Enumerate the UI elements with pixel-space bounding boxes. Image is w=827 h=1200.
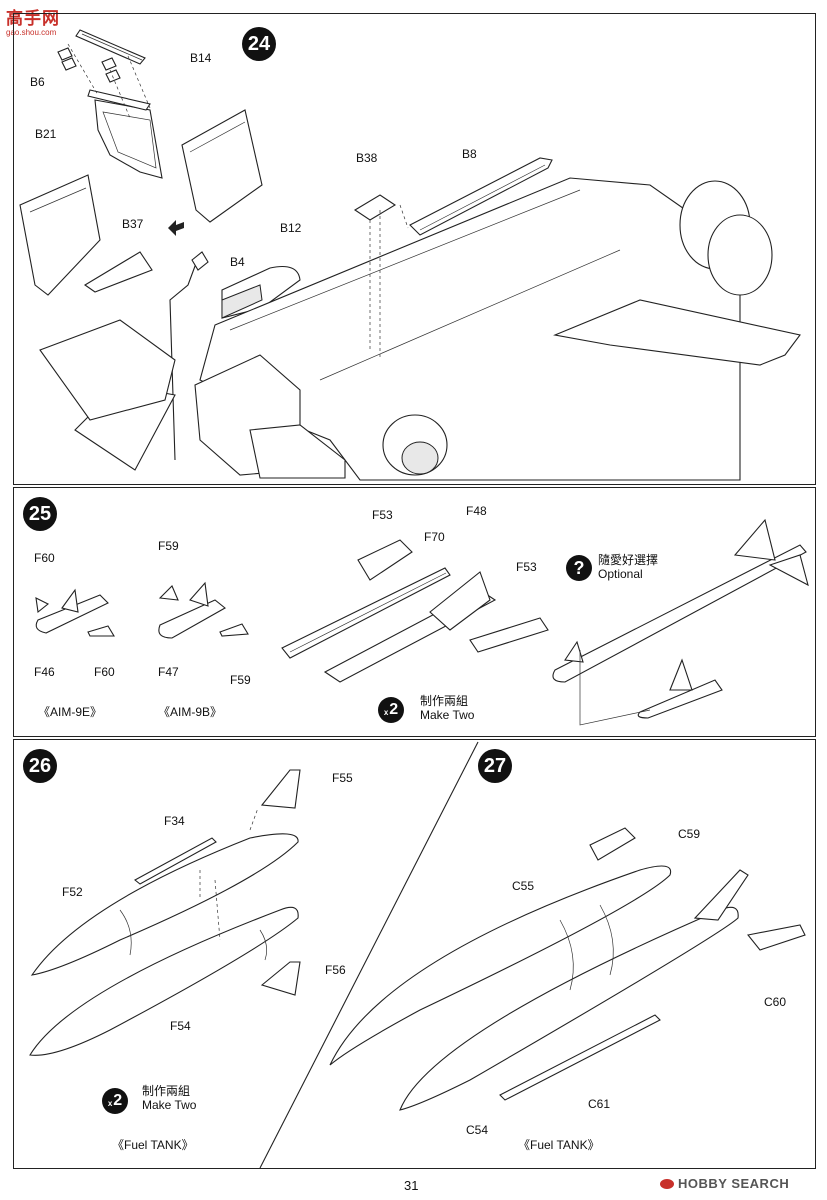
step-number-24: 24	[242, 27, 276, 61]
watermark-text: 高手网	[6, 9, 60, 29]
part-label-b6: B6	[30, 75, 45, 89]
part-label-f60-top: F60	[34, 551, 55, 565]
part-label-b12: B12	[280, 221, 302, 235]
part-label-f48: F48	[466, 504, 487, 518]
part-label-c61: C61	[588, 1097, 611, 1111]
part-label-f56: F56	[325, 963, 346, 977]
part-label-c59: C59	[678, 827, 701, 841]
part-label-b37: B37	[122, 217, 144, 231]
optional-note: 隨愛好選擇 Optional	[598, 553, 659, 581]
part-label-b21: B21	[35, 127, 57, 141]
caption-fuel-tank-26: 《Fuel TANK》	[112, 1138, 194, 1152]
make-two-note-tank: 制作兩組 Make Two	[142, 1084, 197, 1112]
page-number: 31	[404, 1178, 419, 1193]
part-label-f70: F70	[424, 530, 445, 544]
part-label-b14: B14	[190, 51, 212, 65]
brand-swoosh-icon	[660, 1178, 674, 1189]
step-number-25: 25	[23, 497, 57, 531]
part-label-c55: C55	[512, 879, 535, 893]
brand-logo: HOBBY SEARCH	[660, 1176, 789, 1191]
part-label-f59-top: F59	[158, 539, 179, 553]
part-label-f53-right: F53	[516, 560, 537, 574]
caption-fuel-tank-27: 《Fuel TANK》	[518, 1138, 600, 1152]
part-label-f59-bottom: F59	[230, 673, 251, 687]
part-label-c54: C54	[466, 1123, 489, 1137]
step-number-27: 27	[478, 749, 512, 783]
part-label-b38: B38	[356, 151, 378, 165]
step-number-26: 26	[23, 749, 57, 783]
panel-step-25	[13, 487, 816, 737]
optional-question-icon: ?	[566, 555, 592, 581]
part-label-f47: F47	[158, 665, 179, 679]
part-label-f52: F52	[62, 885, 83, 899]
part-label-f55: F55	[332, 771, 353, 785]
brand-text: HOBBY SEARCH	[678, 1176, 790, 1191]
panel-step-26-27	[13, 739, 816, 1169]
panel-step-24	[13, 13, 816, 485]
part-label-f60-bottom: F60	[94, 665, 115, 679]
part-label-f54: F54	[170, 1019, 191, 1033]
make-two-note: 制作兩組 Make Two	[420, 694, 475, 722]
part-label-f34: F34	[164, 814, 185, 828]
watermark-subtext: gao.shou.com	[6, 28, 57, 37]
caption-aim-9b: 《AIM-9B》	[158, 705, 223, 719]
part-label-b8: B8	[462, 147, 477, 161]
part-label-f46: F46	[34, 665, 55, 679]
part-label-f53-top: F53	[372, 508, 393, 522]
part-label-c60: C60	[764, 995, 787, 1009]
part-label-b4: B4	[230, 255, 245, 269]
caption-aim-9e: 《AIM-9E》	[38, 705, 103, 719]
watermark-logo: 高手网 gao.shou.com	[6, 4, 76, 38]
